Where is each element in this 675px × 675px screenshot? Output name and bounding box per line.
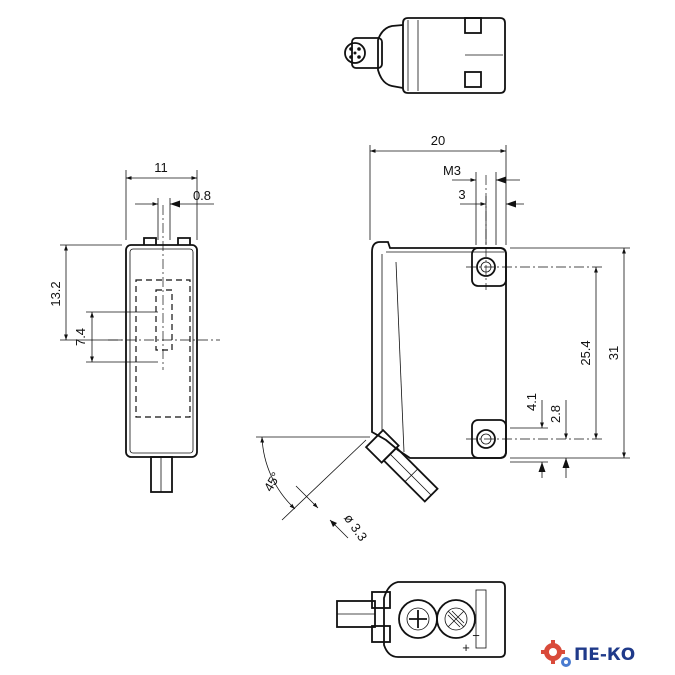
symbol-minus: − xyxy=(472,628,480,643)
top-view xyxy=(344,17,506,94)
front-view: 11 0.8 13.2 7.4 xyxy=(48,160,220,493)
dim-offset-front: 0.8 xyxy=(193,188,211,203)
dim-cable-diameter: ø 3.3 xyxy=(341,511,370,544)
logo: ПЕ-КО xyxy=(541,640,635,667)
dim-height-upper: 13.2 xyxy=(48,281,63,306)
dim-thread: M3 xyxy=(443,163,461,178)
dim-width-front: 11 xyxy=(154,160,168,175)
dim-optical-offset: 7.4 xyxy=(73,328,88,346)
dim-width-side: 20 xyxy=(431,133,445,148)
dim-hole-bottom-2: 2.8 xyxy=(548,405,563,423)
logo-text: ПЕ-КО xyxy=(574,645,635,665)
dim-cable-angle: 45° xyxy=(261,469,284,494)
dim-height-total: 31 xyxy=(606,346,621,360)
gear-icon xyxy=(541,640,571,667)
side-view: 20 M3 3 31 25.4 4.1 2.8 xyxy=(256,133,630,544)
dim-hole-bottom: 4.1 xyxy=(524,393,539,411)
dim-hole-spacing: 25.4 xyxy=(578,340,593,365)
bottom-view: + − xyxy=(336,581,506,658)
dim-hole-offset: 3 xyxy=(458,187,465,202)
symbol-plus: + xyxy=(462,640,470,655)
